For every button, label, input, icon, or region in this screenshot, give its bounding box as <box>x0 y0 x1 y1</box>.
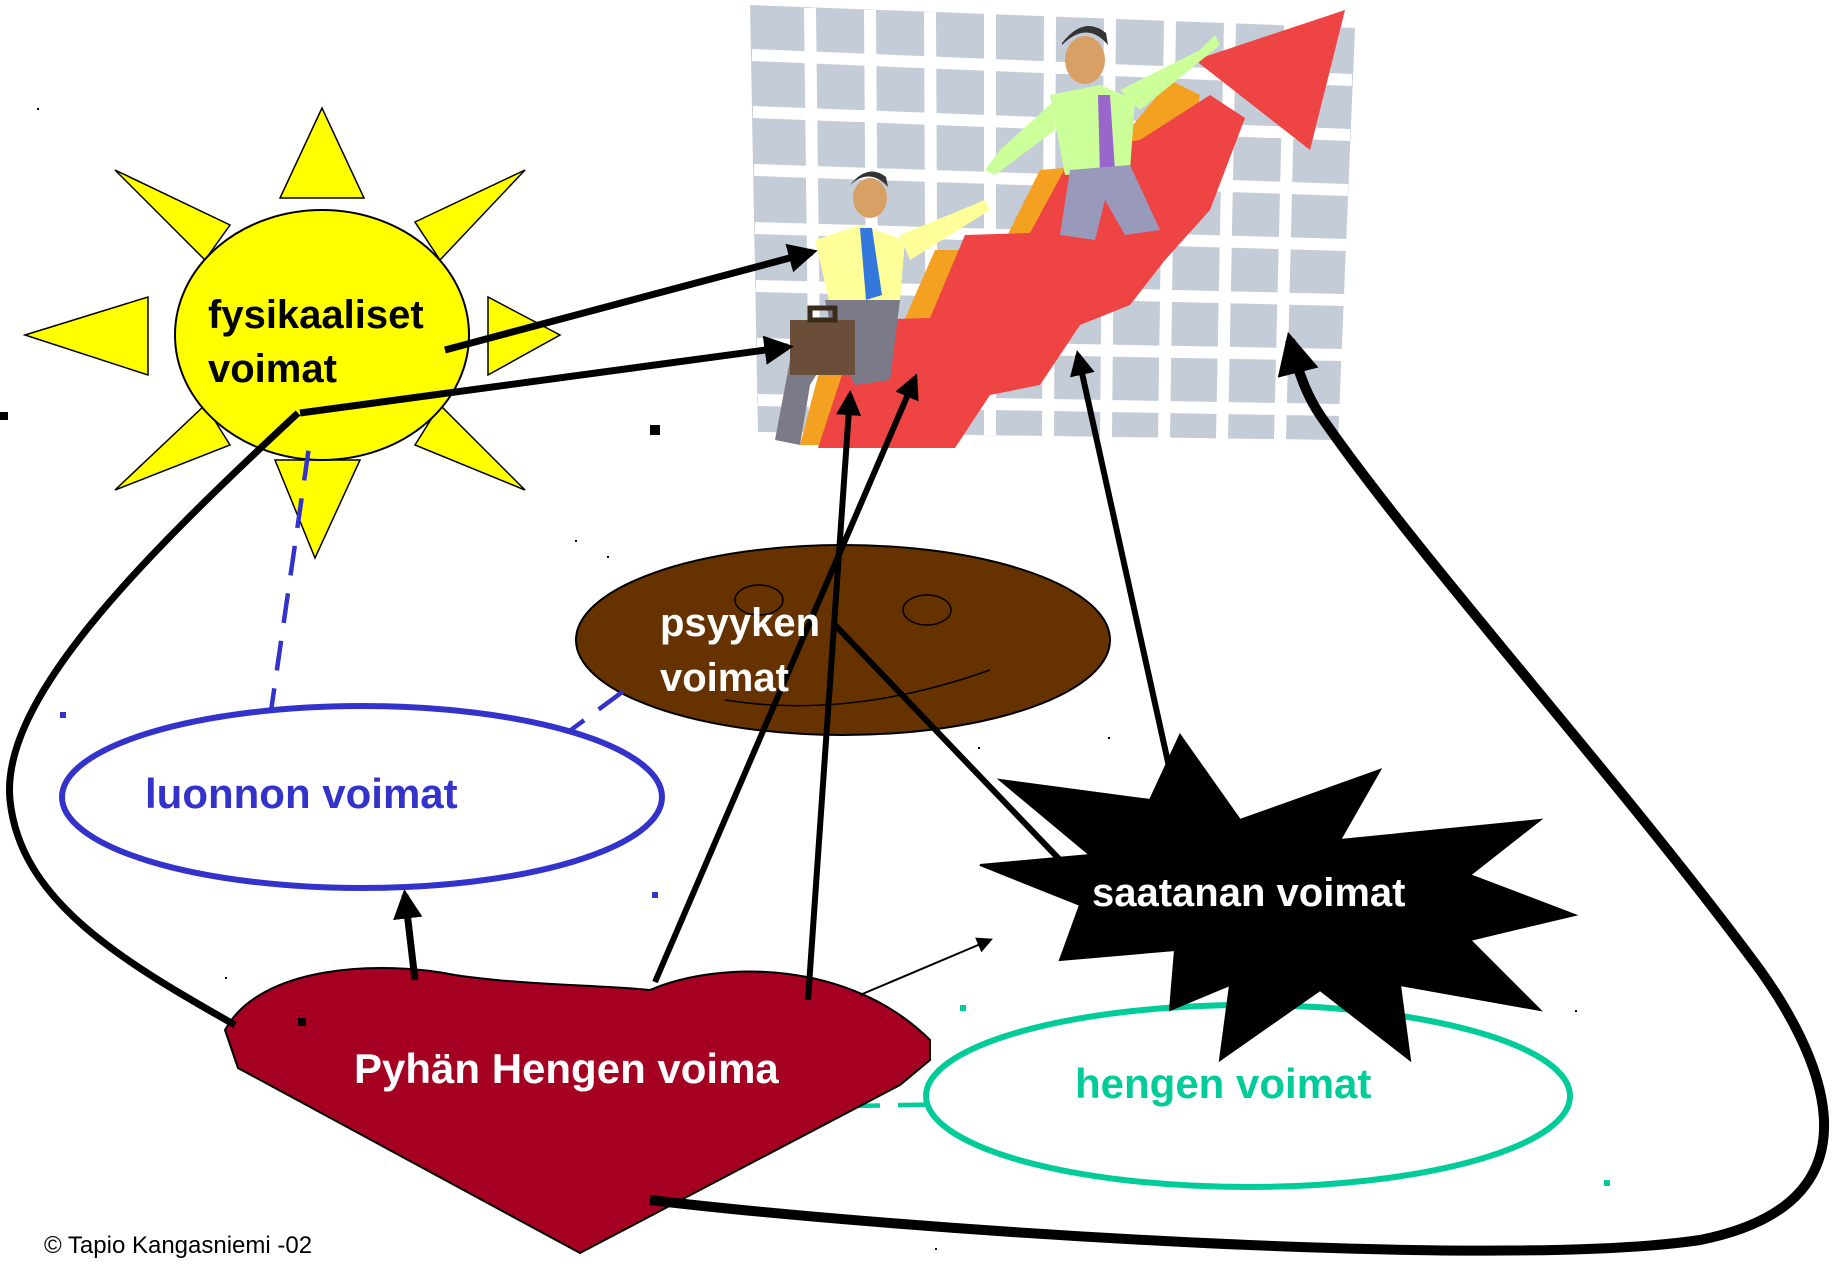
satan-starburst <box>979 733 1579 1063</box>
psyche-face <box>575 544 1111 736</box>
psyche-mouth <box>724 669 991 707</box>
arrow-satan-to-stairs <box>1070 350 1186 831</box>
arrow-sun-to-briefcase <box>299 335 794 417</box>
arrow-psyche-to-satan <box>832 622 1063 863</box>
label-physical-line1: fysikaaliset <box>208 293 424 337</box>
arrows <box>6 243 1829 1256</box>
arrow-psyche-to-stairs <box>805 389 862 1001</box>
heart-shape <box>223 966 931 1255</box>
psyche-right-eye <box>902 594 952 626</box>
stray-dots-green <box>960 1005 1610 1186</box>
label-psyche-line1: psyyken <box>660 601 820 645</box>
sun-rays <box>22 106 562 560</box>
arrow-heart-loop-left <box>6 410 301 1029</box>
label-physical-line2: voimat <box>208 347 337 391</box>
psyche-left-eye <box>734 584 784 616</box>
psyche-ellipse <box>575 544 1111 736</box>
label-holy-spirit: Pyhän Hengen voima <box>354 1045 779 1092</box>
arrow-physical-to-lower-man <box>444 243 818 354</box>
label-satan: saatanan voimat <box>1092 871 1405 915</box>
copyright-notice: © Tapio Kangasniemi -02 <box>44 1232 313 1259</box>
arrow-heart-to-nature <box>393 889 423 981</box>
label-psyche-line2: voimat <box>660 656 789 700</box>
stray-dots <box>0 108 1577 1250</box>
stray-dots-blue <box>60 712 658 898</box>
arrow-heart-to-satan <box>859 937 993 996</box>
connector-heart-spirit <box>849 1101 963 1109</box>
climbing-people-illustration <box>750 5 1355 448</box>
nature-ellipse <box>59 703 665 891</box>
upper-businessman <box>985 25 1220 240</box>
arrow-heart-loop-right <box>649 331 1829 1256</box>
label-spirit: hengen voimat <box>1075 1060 1371 1107</box>
label-nature: luonnon voimat <box>145 770 458 817</box>
rising-arrow-head <box>1195 10 1345 150</box>
lower-businessman <box>775 171 990 445</box>
arrow-heart-to-stairs <box>652 373 919 984</box>
